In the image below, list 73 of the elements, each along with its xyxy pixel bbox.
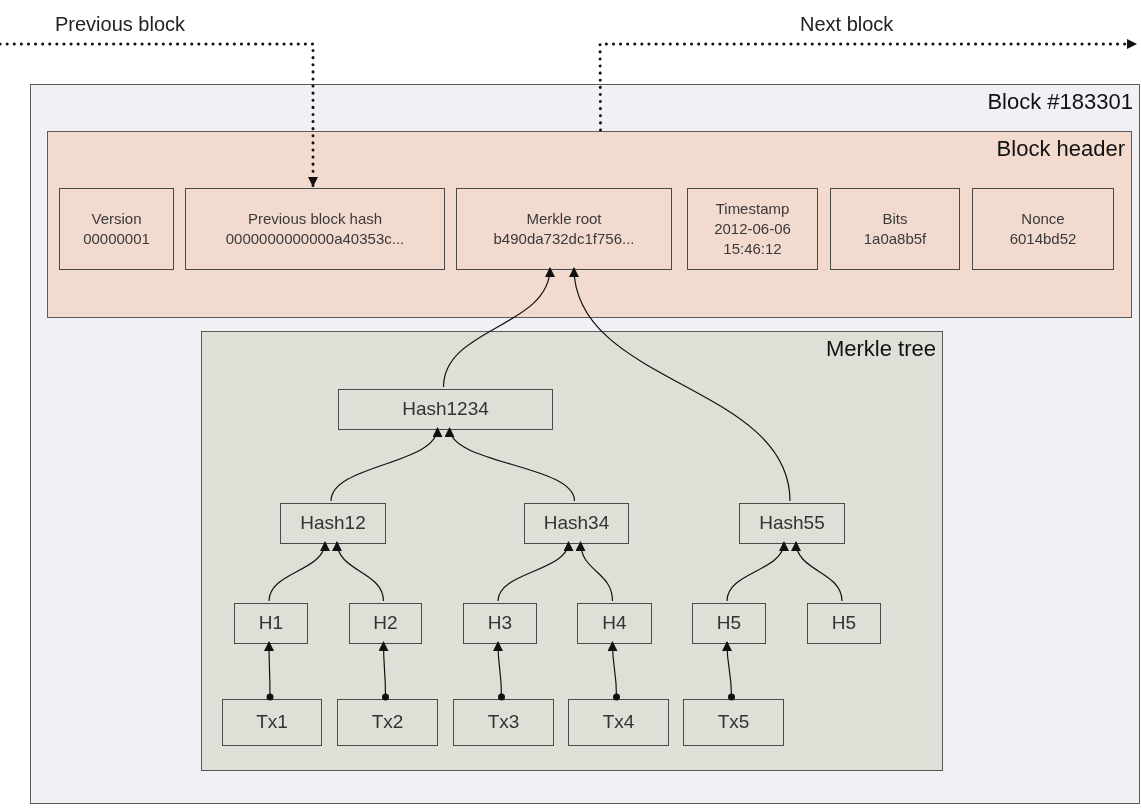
hash-box <box>222 699 322 746</box>
field-value: H2 <box>373 611 398 636</box>
hash-box <box>807 603 881 644</box>
arrow <box>576 541 614 602</box>
field-value: 6014bd52 <box>1008 229 1078 249</box>
field-name: Version <box>90 209 143 229</box>
field-name: Bits <box>881 209 909 229</box>
hash-box <box>234 603 308 644</box>
arrow <box>493 641 505 701</box>
hash-box <box>524 503 629 544</box>
hash-box <box>349 603 422 644</box>
header-field-box <box>456 188 672 270</box>
hash-box <box>692 603 766 644</box>
hash-box <box>683 699 784 746</box>
field-value: Tx2 <box>371 710 404 735</box>
arrow <box>570 267 791 502</box>
field-name: Merkle root <box>525 209 603 229</box>
field-value: H1 <box>258 611 284 636</box>
field-name: Nonce <box>1020 209 1066 229</box>
header-field-box <box>59 188 174 270</box>
dotted-arrow <box>0 42 318 188</box>
arrow <box>497 541 572 602</box>
field-value: 0000000000000a40353c... <box>224 229 406 249</box>
field-value: 1a0a8b5f <box>862 229 928 249</box>
field-value: Hash34 <box>543 511 610 536</box>
field-value: Tx5 <box>717 710 750 735</box>
field-name: Timestamp <box>714 199 791 219</box>
group-panel <box>201 331 943 771</box>
field-value: H4 <box>602 611 627 636</box>
arrow <box>607 641 620 701</box>
header-field-box <box>687 188 818 270</box>
arrow <box>726 541 788 602</box>
field-value: 2012-06-06 15:46:12 <box>713 219 792 259</box>
arrow <box>333 541 385 602</box>
block-link-label: Previous block <box>55 12 186 36</box>
arrow <box>442 267 554 388</box>
field-value: b490da732dc1f756... <box>492 229 636 249</box>
hash-box <box>453 699 554 746</box>
header-field-box <box>185 188 445 270</box>
dotted-arrow <box>598 39 1138 132</box>
field-value: H5 <box>831 611 857 636</box>
field-value: 00000001 <box>82 229 151 249</box>
hash-box <box>337 699 438 746</box>
group-panel <box>47 131 1132 318</box>
field-value: Tx3 <box>487 710 520 735</box>
field-value: Tx4 <box>602 710 635 735</box>
panel-title: Block #183301 <box>987 89 1133 115</box>
field-value: H5 <box>716 611 742 636</box>
hash-box <box>577 603 652 644</box>
hash-box <box>338 389 553 430</box>
arrow <box>268 541 329 602</box>
field-value: H3 <box>487 611 513 636</box>
field-value: Hash55 <box>759 511 825 536</box>
block-link-label: Next block <box>800 12 894 36</box>
arrow <box>330 427 441 502</box>
header-field-box <box>972 188 1114 270</box>
arrow <box>792 541 843 602</box>
field-value: Tx1 <box>256 710 288 735</box>
arrow <box>378 641 389 701</box>
hash-box <box>739 503 845 544</box>
arrow <box>447 427 576 502</box>
field-name: Previous block hash <box>246 209 384 229</box>
arrow <box>264 641 275 701</box>
field-value: Hash1234 <box>402 397 489 422</box>
hash-box <box>463 603 537 644</box>
group-panel <box>30 84 1140 804</box>
hash-box <box>568 699 669 746</box>
panel-title: Block header <box>996 136 1125 162</box>
header-field-box <box>830 188 960 270</box>
field-value: Hash12 <box>300 511 366 536</box>
panel-title: Merkle tree <box>825 336 936 362</box>
arrow <box>722 641 735 701</box>
hash-box <box>280 503 386 544</box>
